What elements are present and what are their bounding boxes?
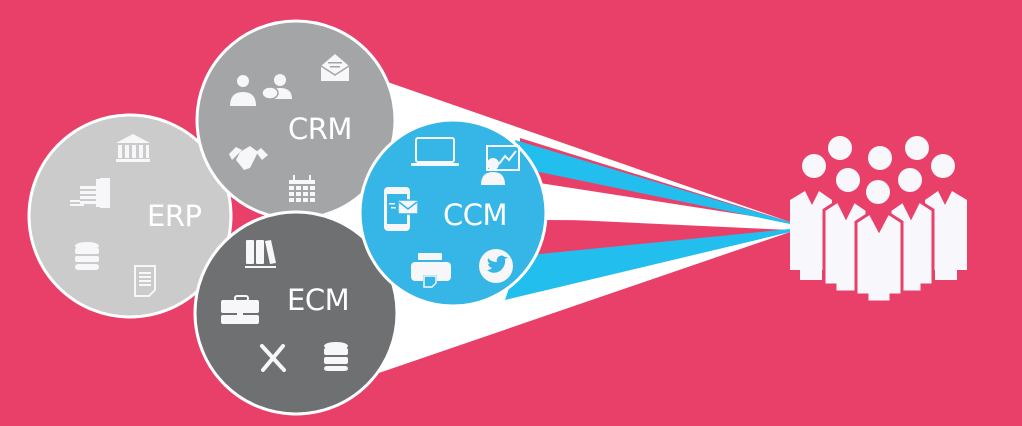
binders-icon [245,240,276,268]
database-icon [75,242,99,270]
erp-node: ERP [27,113,233,319]
ecm-node: ECM [193,210,399,416]
ccm-node: CCM [358,118,548,308]
printer-icon [411,253,451,288]
lower-blue-beam [505,229,790,300]
upper-blue-beam [515,140,790,224]
calendar-icon [289,175,315,202]
handshake-icon [229,146,268,170]
laptop-icon [411,137,459,166]
twitter-icon [479,249,513,283]
middle-white-beam [540,204,745,221]
erp-label: ERP [147,199,201,233]
ecm-label: ECM [287,283,349,317]
bank-icon [116,134,150,162]
buildings-icon [70,178,110,208]
ccm-label: CCM [443,198,507,232]
mobile-mail-icon [384,187,419,231]
presenter-chart-icon [481,145,520,185]
people-group-icon [790,136,967,304]
crm-label: CRM [288,112,352,146]
briefcase-icon [221,295,259,324]
document-icon [134,265,156,297]
users-chat-icon [230,74,292,106]
open-envelope-icon [320,54,350,81]
database-icon [324,342,348,371]
tools-icon [260,344,286,372]
